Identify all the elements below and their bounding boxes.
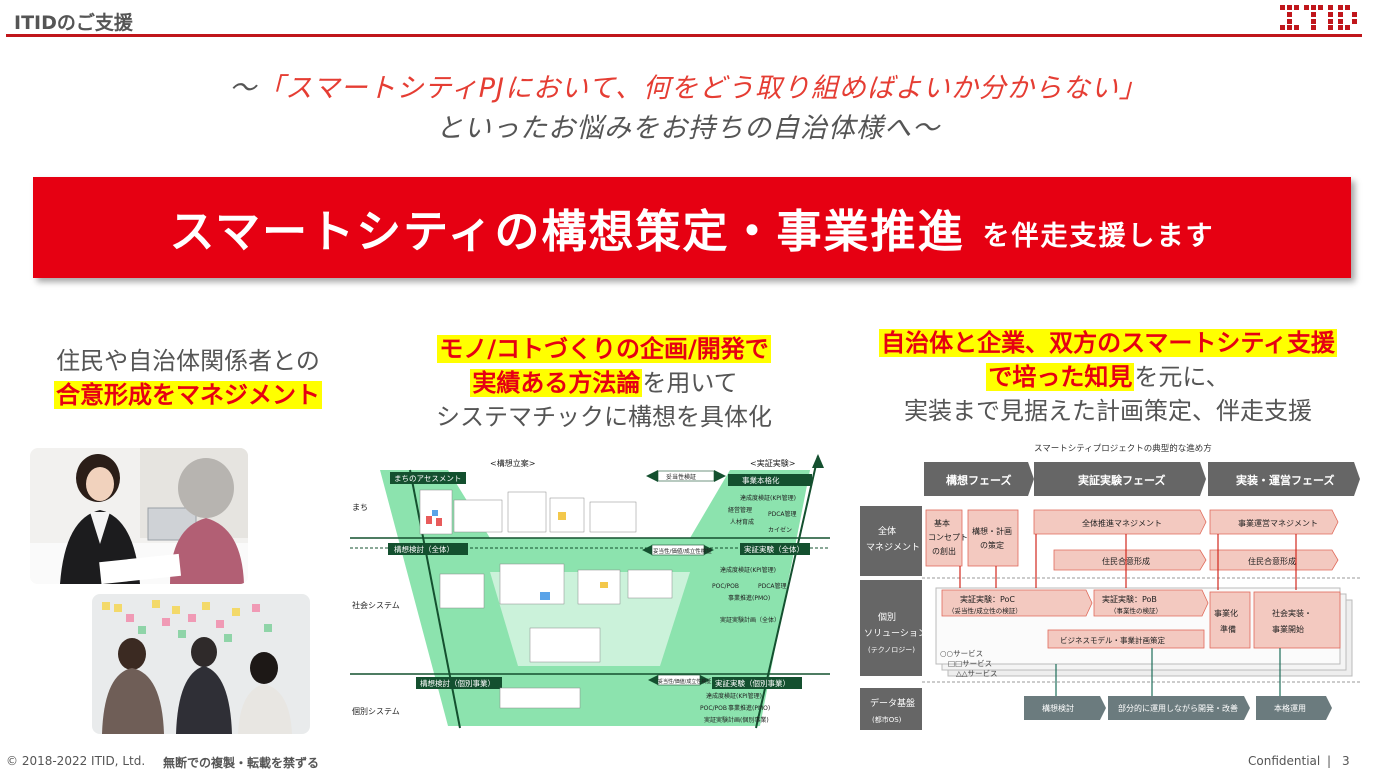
box-study-all: 構想検討（全体） xyxy=(394,544,454,554)
d-partial: 部分的に運用しながら開発・改善 xyxy=(1118,703,1238,713)
ops: 事業運営マネジメント xyxy=(1238,518,1318,528)
row1-b: マネジメント xyxy=(866,542,920,553)
col2-text: モノ/コトづくりの企画/開発で 実績ある方法論を用いて システマチックに構想を具… xyxy=(404,332,804,434)
col1-text: 住民や自治体関係者との 合意形成をマネジメント xyxy=(20,344,356,412)
tagline-lead: ～ xyxy=(229,73,258,104)
d-study: 構想検討 xyxy=(1042,703,1074,713)
mgmt: 全体推進マネジメント xyxy=(1082,518,1162,528)
svc-2: □□サービス xyxy=(948,659,992,668)
col2-highlight2: 実績ある方法論 xyxy=(470,369,643,397)
tagline-line1: ～「スマートシティPJにおいて、何をどう取り組めばよいか分からない」 xyxy=(0,66,1376,105)
concept-3: の創出 xyxy=(932,546,956,556)
box-study-indiv: 構想検討（個別事業） xyxy=(420,678,495,688)
process-diagram: スマートシティプロジェクトの典型的な進め方 構想フェーズ 実証実験フェーズ 実装… xyxy=(856,438,1366,734)
footer-copyright: © 2018-2022 ITID, Ltd. xyxy=(6,754,146,768)
arrow-label-2: 妥当性/価値/成立性検証 xyxy=(653,547,712,555)
col3-highlight2: で培った知見 xyxy=(986,363,1135,391)
note-bot-4: 実証実験計画(個別事業) xyxy=(704,716,769,724)
banner-main: スマートシティの構想策定・事業推進 xyxy=(169,205,965,258)
prep-1: 事業化 xyxy=(1214,608,1238,618)
note-top-1: 達成度検証(KPI管理) xyxy=(740,494,796,502)
row-individual: 個別システム xyxy=(352,706,400,716)
note-bot-2: POC/POB xyxy=(700,705,727,712)
note-top-3: PDCA管理 xyxy=(768,510,797,518)
v-thumbnails xyxy=(419,489,673,709)
pob-1: 実証実験：PoB xyxy=(1102,594,1157,604)
page-title: ITIDのご支援 xyxy=(14,12,133,34)
col3-highlight1: 自治体と企業、双方のスマートシティ支援 xyxy=(879,329,1337,357)
tagline-quote: 「スマートシティPJにおいて、何をどう取り組めばよいか分からない」 xyxy=(257,73,1147,104)
note-mid-3: PDCA管理 xyxy=(758,582,787,590)
launch-1: 社会実装・ xyxy=(1272,608,1312,618)
process-title: スマートシティプロジェクトの典型的な進め方 xyxy=(1034,443,1212,454)
col2-line3: システマチックに構想を具体化 xyxy=(436,403,772,431)
poc-2: （妥当性/成立性の検証） xyxy=(948,606,1022,615)
banner-sub: を伴走支援します xyxy=(982,221,1215,252)
col3-line2-rest: を元に、 xyxy=(1134,363,1230,391)
row3-a: データ基盤 xyxy=(870,697,915,709)
note-top-4: 人材育成 xyxy=(730,518,754,526)
note-bot-1: 達成度検証(KPI管理) xyxy=(706,692,762,700)
model: ビジネスモデル・事業計画策定 xyxy=(1060,635,1165,645)
note-mid-5: 実証実験計画（全体） xyxy=(720,616,780,624)
row-machi: まち xyxy=(352,503,368,512)
plan-1: 構想・計画 xyxy=(972,526,1012,536)
col1-line1: 住民や自治体関係者との xyxy=(56,347,320,375)
main-banner: スマートシティの構想策定・事業推進 を伴走支援します xyxy=(33,177,1351,278)
plan-2: の策定 xyxy=(980,540,1004,550)
note-top-5: カイゼン xyxy=(768,526,792,534)
v-model-diagram: <構想立案> <実証実験> まち 社会システム 個別システム まちのアセスメント… xyxy=(350,452,830,734)
poc-1: 実証実験：PoC xyxy=(960,594,1015,604)
tagline-line2: といったお悩みをお持ちの自治体様へ～ xyxy=(436,113,940,144)
row3-b: (都市OS) xyxy=(872,715,902,724)
footer-separator: | xyxy=(1327,754,1332,768)
note-mid-4: 事業推進(PMO) xyxy=(728,594,770,602)
phase-1: 構想フェーズ xyxy=(946,473,1011,487)
page-number: 3 xyxy=(1342,754,1350,768)
row1-a: 全体 xyxy=(878,525,896,537)
concept-1: 基本 xyxy=(934,518,950,528)
col1-highlight: 合意形成をマネジメント xyxy=(54,381,322,409)
launch-2: 事業開始 xyxy=(1272,624,1304,634)
box-machi-assess: まちのアセスメント xyxy=(394,474,461,483)
arrow-label-3: 妥当性/価値/成立性検証 xyxy=(658,678,711,685)
row2-c: (テクノロジー) xyxy=(868,646,915,654)
row2-a: 個別 xyxy=(878,611,896,623)
row2-b: ソリューション xyxy=(864,629,927,639)
footer-notice: 無断での複製・転載を禁ずる xyxy=(163,756,320,770)
box-trial-all: 実証実験（全体） xyxy=(744,544,804,554)
note-mid-2: POC/POB xyxy=(712,583,739,590)
top-left-label: <構想立案> xyxy=(490,458,535,468)
consensus-2: 住民合意形成 xyxy=(1248,556,1296,566)
itid-logo xyxy=(1280,5,1357,30)
d-full: 本格運用 xyxy=(1274,703,1306,713)
svc-1: ○○サービス xyxy=(940,649,983,658)
consultation-photo xyxy=(30,448,248,584)
row-social: 社会システム xyxy=(352,600,400,610)
box-trial-indiv: 実証実験（個別事業） xyxy=(715,678,790,688)
phase-2: 実証実験フェーズ xyxy=(1078,473,1165,487)
col3-text: 自治体と企業、双方のスマートシティ支援 で培った知見を元に、 実装まで見据えた計… xyxy=(848,326,1368,428)
arrow-label-1: 妥当性検証 xyxy=(666,473,696,481)
footer-confidential: Confidential xyxy=(1248,754,1321,768)
pob-2: （事業性の検証） xyxy=(1110,606,1162,615)
col2-highlight1: モノ/コトづくりの企画/開発で xyxy=(437,335,771,363)
note-mid-1: 達成度検証(KPI管理) xyxy=(720,566,776,574)
workshop-photo xyxy=(92,594,310,734)
col2-line2-rest: を用いて xyxy=(642,369,738,397)
box-business: 事業本格化 xyxy=(742,475,780,485)
concept-2: コンセプト xyxy=(928,533,968,542)
col3-line3: 実装まで見据えた計画策定、伴走支援 xyxy=(904,397,1312,425)
note-bot-3: 事業推進(PMO) xyxy=(728,704,770,712)
phase-3: 実装・運営フェーズ xyxy=(1236,473,1334,487)
top-right-label: <実証実験> xyxy=(750,458,795,468)
svc-3: △△サービス xyxy=(956,669,998,678)
note-top-2: 経営管理 xyxy=(728,506,752,514)
header-rule xyxy=(6,34,1362,37)
prep-2: 準備 xyxy=(1220,624,1236,634)
